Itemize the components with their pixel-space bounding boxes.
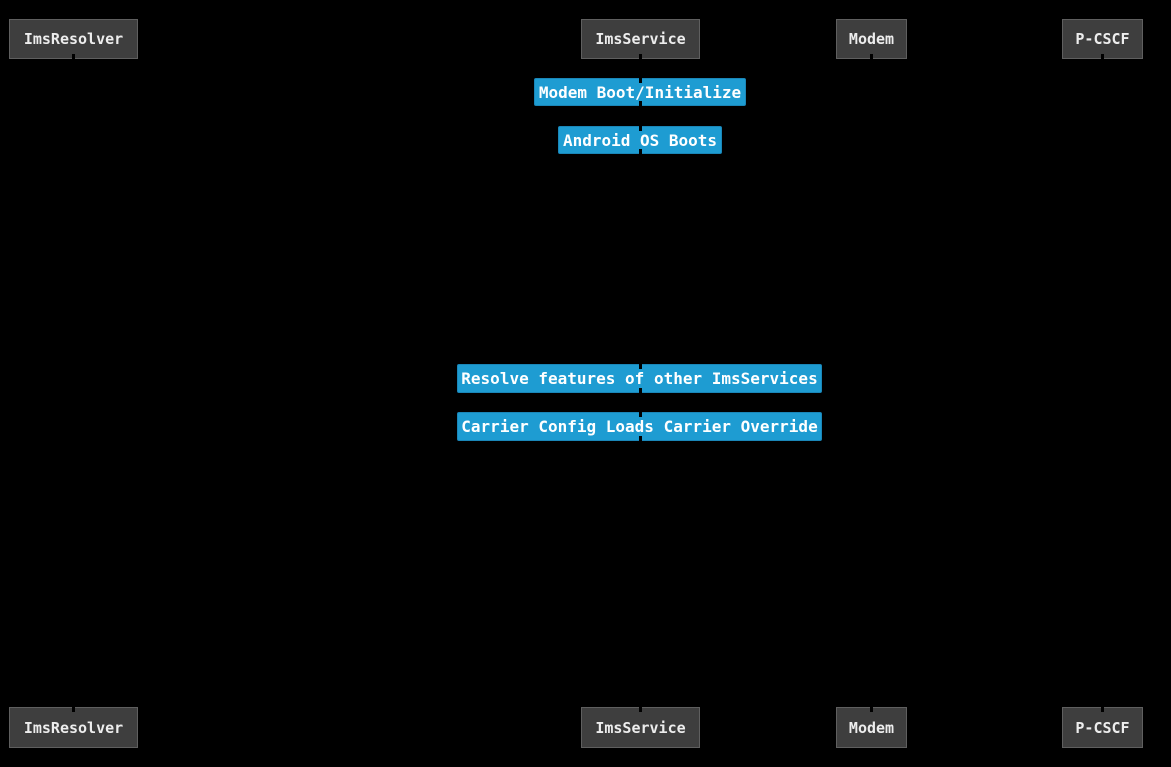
lifeline-tick-imsresolver-bottom	[72, 702, 75, 712]
participant-label: Modem	[848, 30, 895, 48]
lifeline-modem	[870, 59, 871, 707]
lifeline-tick-imsservice-bottom	[639, 702, 642, 712]
lifeline-tick-android-os-boots-bottom	[639, 149, 642, 159]
note-label: Android OS Boots	[562, 130, 718, 150]
lifeline-tick-modem-boot-initialize-top	[639, 73, 642, 83]
participant-imsresolver-top: ImsResolver	[9, 19, 138, 59]
participant-imsresolver-bottom: ImsResolver	[9, 707, 138, 748]
participant-pcscf-top: P-CSCF	[1062, 19, 1143, 59]
participant-label: P-CSCF	[1075, 718, 1130, 737]
lifeline-tick-modem-boot-initialize-bottom	[639, 101, 642, 111]
participant-label: ImsService	[595, 30, 686, 48]
note-label: Resolve features of other ImsServices	[461, 369, 818, 388]
note-label: Carrier Config Loads Carrier Override	[461, 417, 818, 436]
lifeline-tick-android-os-boots-top	[639, 121, 642, 131]
lifeline-tick-resolve-features-top	[638, 359, 642, 369]
lifeline-tick-pcscf-bottom	[1101, 702, 1104, 712]
participant-label: Modem	[848, 718, 895, 737]
lifeline-tick-modem-top	[870, 54, 873, 64]
lifeline-tick-imsservice-top	[639, 54, 642, 64]
lifeline-imsresolver	[72, 59, 73, 707]
participant-label: ImsResolver	[23, 718, 124, 737]
lifeline-pcscf	[1101, 59, 1102, 707]
lifeline-tick-resolve-features-bottom	[638, 388, 642, 398]
participant-label: ImsResolver	[23, 30, 124, 48]
participant-label: P-CSCF	[1075, 30, 1130, 48]
participant-imsservice-bottom: ImsService	[581, 707, 700, 748]
lifeline-tick-carrier-config-top	[638, 407, 642, 417]
lifeline-tick-pcscf-top	[1101, 54, 1104, 64]
note-label: Modem Boot/Initialize	[538, 82, 742, 102]
lifeline-tick-modem-bottom	[870, 702, 873, 712]
participant-label: ImsService	[595, 718, 686, 737]
participant-modem-top: Modem	[836, 19, 907, 59]
lifeline-tick-carrier-config-bottom	[638, 436, 642, 446]
participant-pcscf-bottom: P-CSCF	[1062, 707, 1143, 748]
participant-imsservice-top: ImsService	[581, 19, 700, 59]
lifeline-tick-imsresolver-top	[72, 54, 75, 64]
participant-modem-bottom: Modem	[836, 707, 907, 748]
